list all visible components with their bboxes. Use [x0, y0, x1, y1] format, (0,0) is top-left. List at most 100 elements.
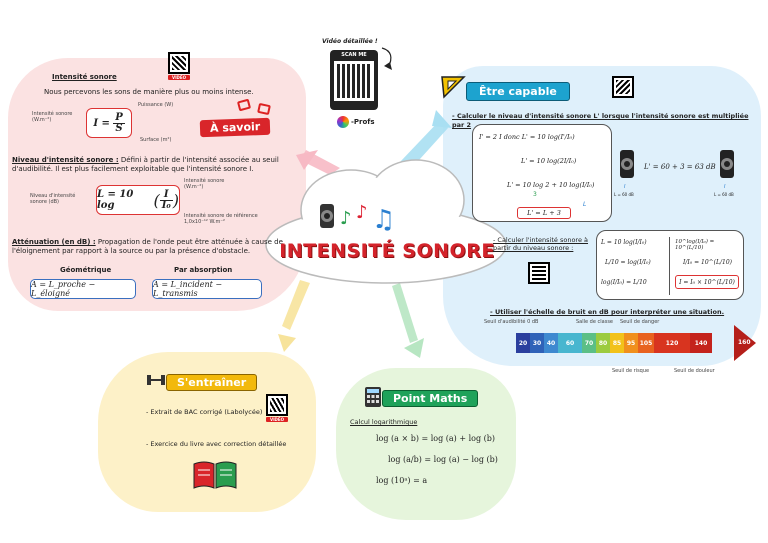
speaker-left-db: L = 60 dB — [614, 192, 634, 197]
qr-code-icon — [528, 262, 550, 284]
scale-label-classroom: Salle de classe — [576, 319, 614, 325]
qr-code-icon — [266, 394, 288, 416]
scale-cell: 70 — [582, 333, 596, 353]
attenuation-block: Atténuation (en dB) : Propagation de l'o… — [12, 238, 292, 256]
video-label: Vidéo détaillée ! — [322, 38, 378, 45]
attenuation-abs-label: Par absorption — [174, 266, 233, 274]
calculator-icon — [365, 387, 381, 407]
niveau-label-intensity: Intensité sonore (W.m⁻²) — [184, 178, 225, 190]
attenuation-text: Propagation de l'onde peut être atténuée… — [12, 238, 283, 255]
qr-code-icon — [168, 52, 190, 74]
speaker-notes-icon: ♪ ♪ ♫ — [320, 202, 395, 235]
intensite-label-surface: Surface (m²) — [140, 137, 172, 143]
brand-name: -Profs — [351, 118, 375, 126]
entrainer-banner: S'entraîner — [166, 374, 258, 391]
derivation-step3-b: L — [583, 201, 587, 208]
scan-me-label: SCAN ME — [341, 52, 367, 58]
formula-geom: A = L_proche − L_éloigné — [30, 279, 136, 299]
scale-label-audibility: Seuil d'audibilité 0 dB — [484, 319, 539, 325]
capable-task3: - Utiliser l'échelle de bruit en dB pour… — [490, 308, 725, 316]
speaker-right-icon — [720, 150, 734, 178]
main-title: INTENSITÉ SONORE — [279, 240, 495, 262]
capable-qr[interactable] — [612, 76, 634, 98]
qr-code-icon — [612, 76, 634, 98]
brand-logo-icon — [337, 116, 349, 128]
derivation-step2: L' = 10 log(2I/I₀) — [521, 157, 577, 165]
scale-arrow-head — [734, 325, 756, 361]
intensite-label-intensity: Intensité sonore (W.m⁻²) — [32, 111, 73, 123]
speaker-right-label: I — [724, 184, 726, 190]
capable-sum: L' = 60 + 3 = 63 dB — [644, 163, 716, 171]
book-icon — [193, 461, 237, 489]
scan-me-qr[interactable]: SCAN ME — [330, 50, 378, 110]
capable-task2: - Calculer l'intensité sonore à partir d… — [493, 236, 589, 252]
niveau-label-reference: Intensité sonore de référence 1,0x10⁻¹² … — [184, 213, 258, 225]
speaker-right-db: L = 60 dB — [714, 192, 734, 197]
intensite-label-power: Puissance (W) — [138, 102, 174, 108]
capable-derivation-box: I' = 2 I donc L' = 10 log(I'/I₀) L' = 10… — [472, 124, 612, 222]
intensite-qr[interactable]: VIDÉO — [168, 52, 190, 80]
inverse-eq-b: L/10 = log(I/I₀) — [605, 259, 651, 266]
derivation-step1: I' = 2 I donc L' = 10 log(I'/I₀) — [479, 133, 575, 141]
scale-cell: 60 — [558, 333, 582, 353]
attenuation-geom-label: Géométrique — [60, 266, 112, 274]
capable-qr2[interactable] — [528, 262, 550, 284]
triangle-ruler-icon — [441, 76, 466, 99]
inverse-eq-e: I/I₀ = 10^(L/10) — [683, 259, 732, 266]
inverse-eq-a: L = 10 log(I/I₀) — [601, 239, 647, 246]
inverse-eq-c: log(I/I₀) = L/10 — [601, 279, 647, 286]
entrainer-qr[interactable]: VIDÉO — [266, 394, 288, 422]
scale-cell: 140 — [690, 333, 712, 353]
inverse-eq-f: I = I₀ × 10^(L/10) — [675, 275, 739, 289]
scale-cell: 95 — [624, 333, 638, 353]
capable-banner: Être capable — [466, 82, 570, 101]
attenuation-heading: Atténuation (en dB) : — [12, 238, 96, 246]
scale-cell: 85 — [610, 333, 624, 353]
savoir-badge: À savoir — [199, 117, 271, 138]
scale-label-pain: Seuil de douleur — [674, 368, 715, 374]
maths-banner: Point Maths — [382, 390, 479, 407]
niveau-definition: Défini à partir de l'intensité associée … — [12, 156, 279, 173]
scale-cell: 20 — [516, 333, 530, 353]
derivation-step3-a: 3 — [533, 191, 537, 198]
entrainer-item2[interactable]: - Exercice du livre avec correction déta… — [146, 440, 287, 448]
scale-label-risk: Seuil de risque — [612, 368, 650, 374]
speaker-left-label: I — [624, 184, 626, 190]
entrainer-item1[interactable]: - Extrait de BAC corrigé (Labolycée) — [146, 408, 263, 416]
scale-cell: 30 — [530, 333, 544, 353]
svg-text:♪: ♪ — [340, 208, 352, 229]
niveau-label-level: Niveau d'intensité sonore (dB) — [30, 193, 76, 205]
dumbbell-icon — [147, 375, 165, 385]
qr-code-icon — [334, 61, 374, 101]
svg-text:♪: ♪ — [356, 202, 368, 223]
intensite-intro: Nous percevons les sons de manière plus … — [44, 88, 254, 96]
intensite-heading: Intensité sonore — [52, 73, 117, 81]
scale-cell: 80 — [596, 333, 610, 353]
formula-abs: A = L_incident − L_transmis — [152, 279, 262, 299]
video-tag: VIDÉO — [168, 75, 190, 80]
niveau-heading: Niveau d'intensité sonore : — [12, 156, 119, 164]
svg-text:♫: ♫ — [372, 205, 395, 235]
niveau-block: Niveau d'intensité sonore : Défini à par… — [12, 156, 290, 174]
derivation-step4: L' = L + 3 — [517, 207, 571, 219]
maths-rule3: log (10ᵃ) = a — [376, 476, 428, 485]
scale-cell: 120 — [654, 333, 690, 353]
inverse-eq-d: 10^log(I/I₀) = 10^(L/10) — [675, 239, 715, 251]
speaker-left-icon — [620, 150, 634, 178]
scale-cell: 105 — [638, 333, 654, 353]
section-intensite-bg — [8, 58, 306, 311]
maths-rule2: log (a/b) = log (a) − log (b) — [388, 455, 498, 464]
curved-arrow-icon — [381, 47, 392, 70]
derivation-step3: L' = 10 log 2 + 10 log(I/I₀) — [507, 181, 595, 189]
scale-label-danger: Seuil de danger — [620, 319, 660, 325]
scale-cell: 40 — [544, 333, 558, 353]
video-tag: VIDÉO — [266, 417, 288, 422]
maths-rule1: log (a × b) = log (a) + log (b) — [376, 434, 495, 443]
capable-task1: - Calculer le niveau d'intensité sonore … — [452, 112, 749, 129]
capable-inverse-box: L = 10 log(I/I₀) L/10 = log(I/I₀) log(I/… — [596, 230, 744, 300]
scale-value-end: 160 — [738, 339, 751, 346]
